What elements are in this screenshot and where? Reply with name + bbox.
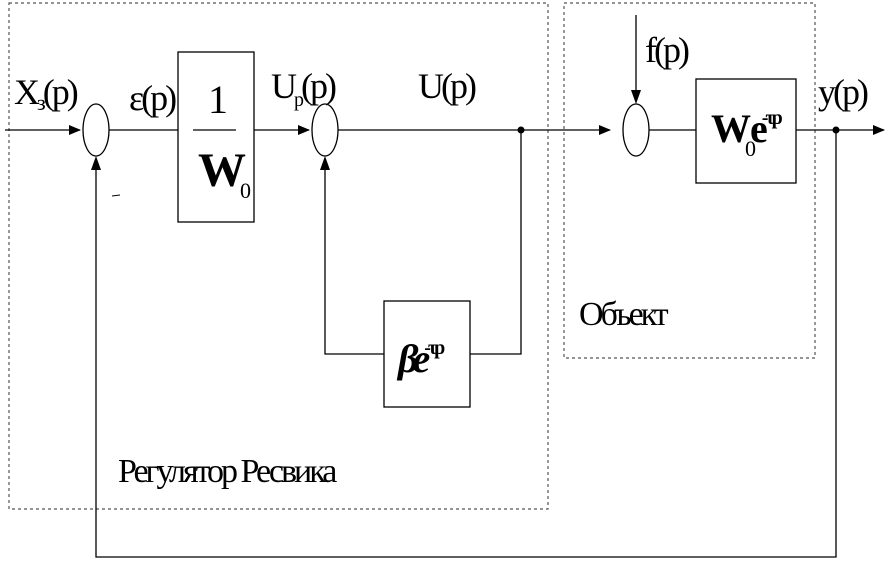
delay-feedback-block [383, 300, 471, 408]
object-region-label: Объект [579, 296, 669, 333]
control-signal-2-label: U(p) [418, 66, 476, 106]
inner-feedback-wire-left [324, 170, 384, 355]
output-signal-label: y(p) [818, 72, 868, 112]
summing-junction-3 [622, 103, 650, 157]
outer-feedback-wire [95, 130, 837, 558]
input-signal-label: Xз(p) [14, 72, 78, 115]
inverse-model-block [177, 51, 255, 223]
controller-region-label: Регулятор Ресвика [118, 453, 337, 490]
object-block [695, 78, 797, 184]
summing-junction-1 [82, 103, 110, 157]
error-signal-label: ε(p) [129, 78, 176, 118]
inner-feedback-arrow [320, 156, 330, 170]
control-signal-label: Uр(p) [271, 66, 336, 111]
summing-junction-2 [311, 103, 339, 157]
inverse-numerator: 1 [208, 77, 228, 122]
inner-feedback-wire-right [470, 130, 522, 355]
disturbance-arrow [631, 90, 641, 104]
outer-feedback-arrow [91, 156, 101, 170]
tick-mark [111, 194, 121, 197]
disturbance-label: f(p) [645, 30, 689, 70]
controller-region [8, 2, 549, 510]
object-region [563, 2, 816, 359]
